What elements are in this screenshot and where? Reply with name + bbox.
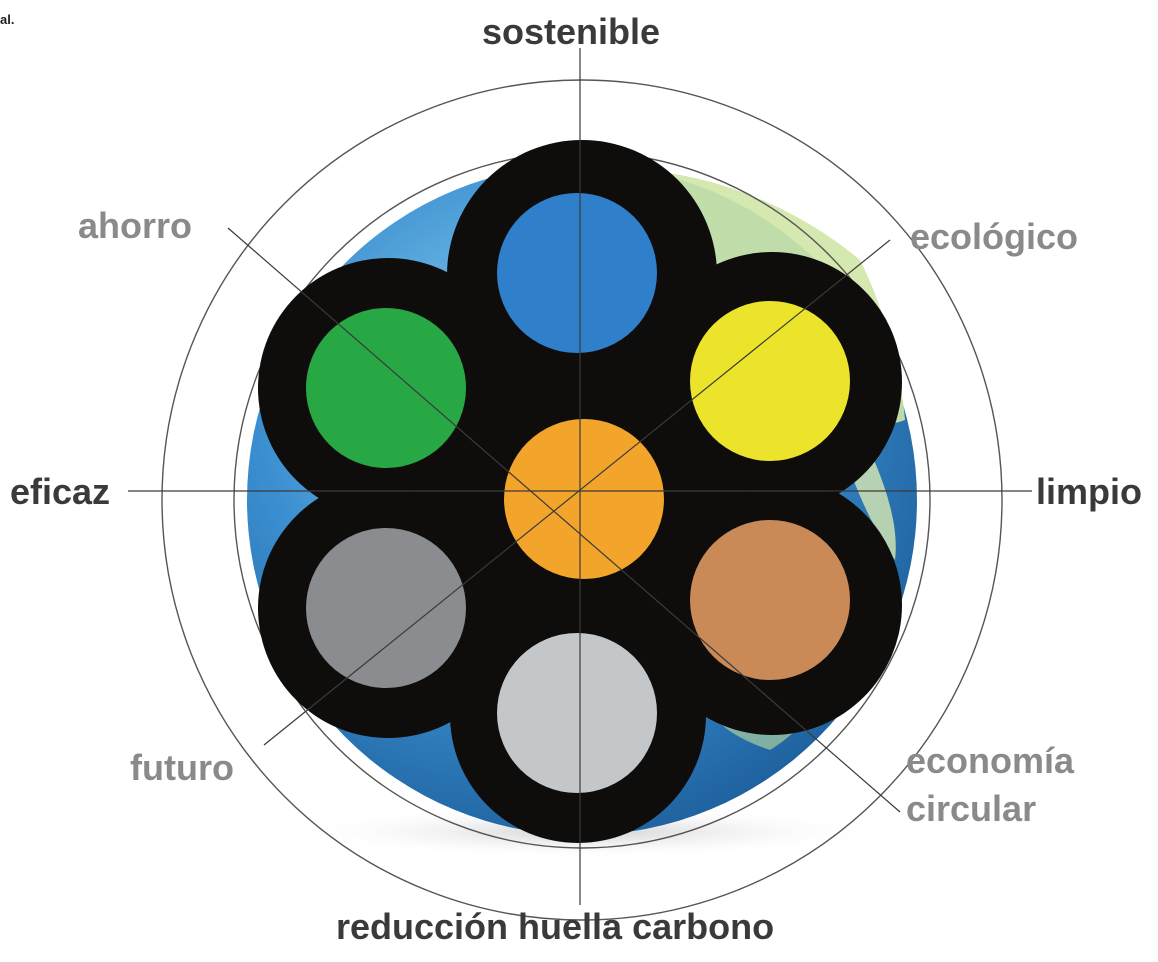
label-ecologico: ecológico bbox=[910, 216, 1079, 257]
label-sostenible: sostenible bbox=[482, 11, 661, 52]
corner-text: al. bbox=[0, 12, 15, 27]
label-limpio: limpio bbox=[1036, 471, 1142, 512]
outer-ring bbox=[161, 79, 1003, 921]
label-circular: circular bbox=[906, 788, 1037, 829]
label-reduccion-huella-carbono: reducción huella carbono bbox=[336, 906, 775, 947]
conductor-blue bbox=[497, 193, 657, 353]
label-eficaz: eficaz bbox=[10, 471, 111, 512]
label-futuro: futuro bbox=[130, 747, 234, 788]
axis-lines bbox=[128, 48, 1032, 905]
conductor-green bbox=[306, 308, 466, 468]
conductor-brown bbox=[690, 520, 850, 680]
conductor-light-grey bbox=[497, 633, 657, 793]
conductor-grey bbox=[306, 528, 466, 688]
conductor-orange bbox=[504, 419, 664, 579]
label-economia: economía bbox=[906, 740, 1075, 781]
conductor-yellow bbox=[690, 301, 850, 461]
label-ahorro: ahorro bbox=[78, 205, 193, 246]
